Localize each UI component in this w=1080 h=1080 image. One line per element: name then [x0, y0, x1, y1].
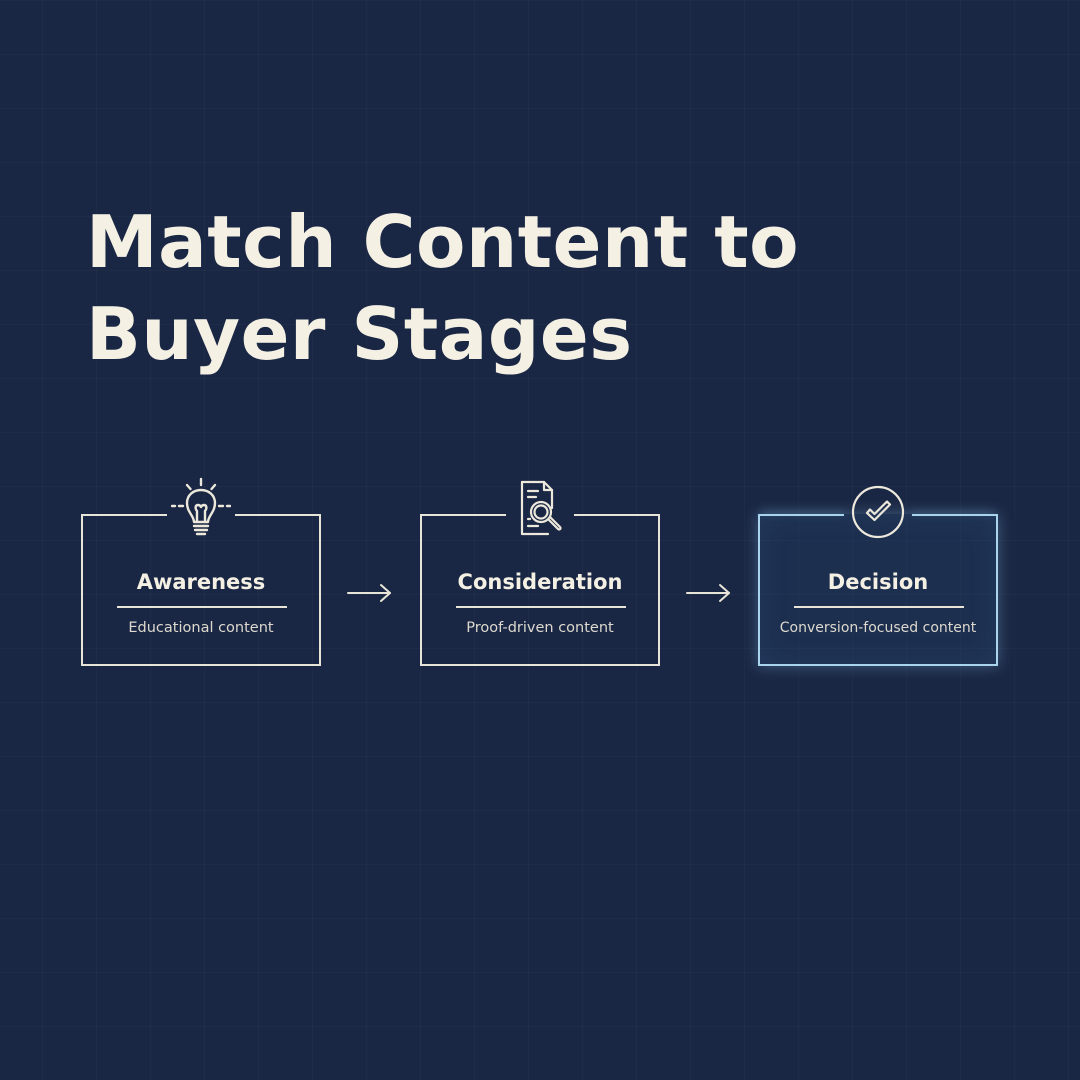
card-border-top-right: [574, 514, 658, 516]
arrow-right-icon: [346, 582, 392, 604]
divider: [794, 606, 964, 608]
stage-card-consideration: Consideration Proof-driven content: [420, 480, 660, 666]
stage-description: Educational content: [128, 620, 274, 636]
page-title: Match Content to Buyer Stages: [86, 196, 799, 380]
card-border-top-right: [912, 514, 996, 516]
title-line-2: Buyer Stages: [86, 292, 633, 376]
document-search-icon: [510, 476, 570, 540]
card-border-top-left: [83, 514, 167, 516]
stage-description: Conversion-focused content: [779, 620, 977, 636]
divider: [117, 606, 287, 608]
divider: [456, 606, 626, 608]
stage-card-decision: Decision Conversion-focused content: [758, 485, 998, 666]
stage-title: Decision: [827, 570, 929, 594]
stage-card-awareness: Awareness Educational content: [81, 477, 321, 666]
arrow-right-icon: [685, 582, 731, 604]
card-border-top-left: [760, 514, 844, 516]
card-border-top-left: [422, 514, 506, 516]
check-circle-icon: [848, 476, 908, 540]
stage-title: Consideration: [457, 570, 623, 594]
card-border-top-right: [235, 514, 319, 516]
lightbulb-icon: [171, 476, 231, 540]
stage-title: Awareness: [136, 570, 266, 594]
title-line-1: Match Content to: [86, 200, 800, 284]
stage-description: Proof-driven content: [466, 620, 614, 636]
